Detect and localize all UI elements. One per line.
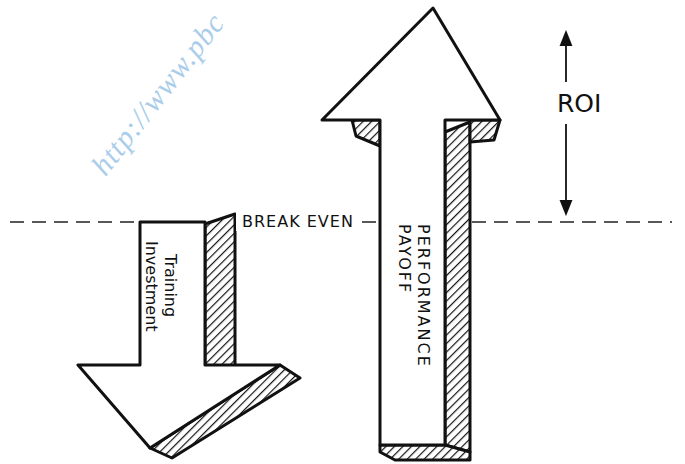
payoff-arrow: PERFORMANCE PAYOFF <box>315 4 515 462</box>
roi-label: ROI <box>557 89 601 119</box>
watermark: http://www.pbc <box>83 6 232 183</box>
roi-arrow-down <box>565 124 567 208</box>
arrow-text: Training Investment <box>142 230 179 342</box>
arrow-outline <box>70 200 310 462</box>
arrow-text: PERFORMANCE PAYOFF <box>395 224 432 389</box>
roi-arrow-up <box>565 38 567 82</box>
break-even-label: BREAK EVEN <box>236 212 360 231</box>
investment-arrow: Training Investment <box>70 200 310 462</box>
